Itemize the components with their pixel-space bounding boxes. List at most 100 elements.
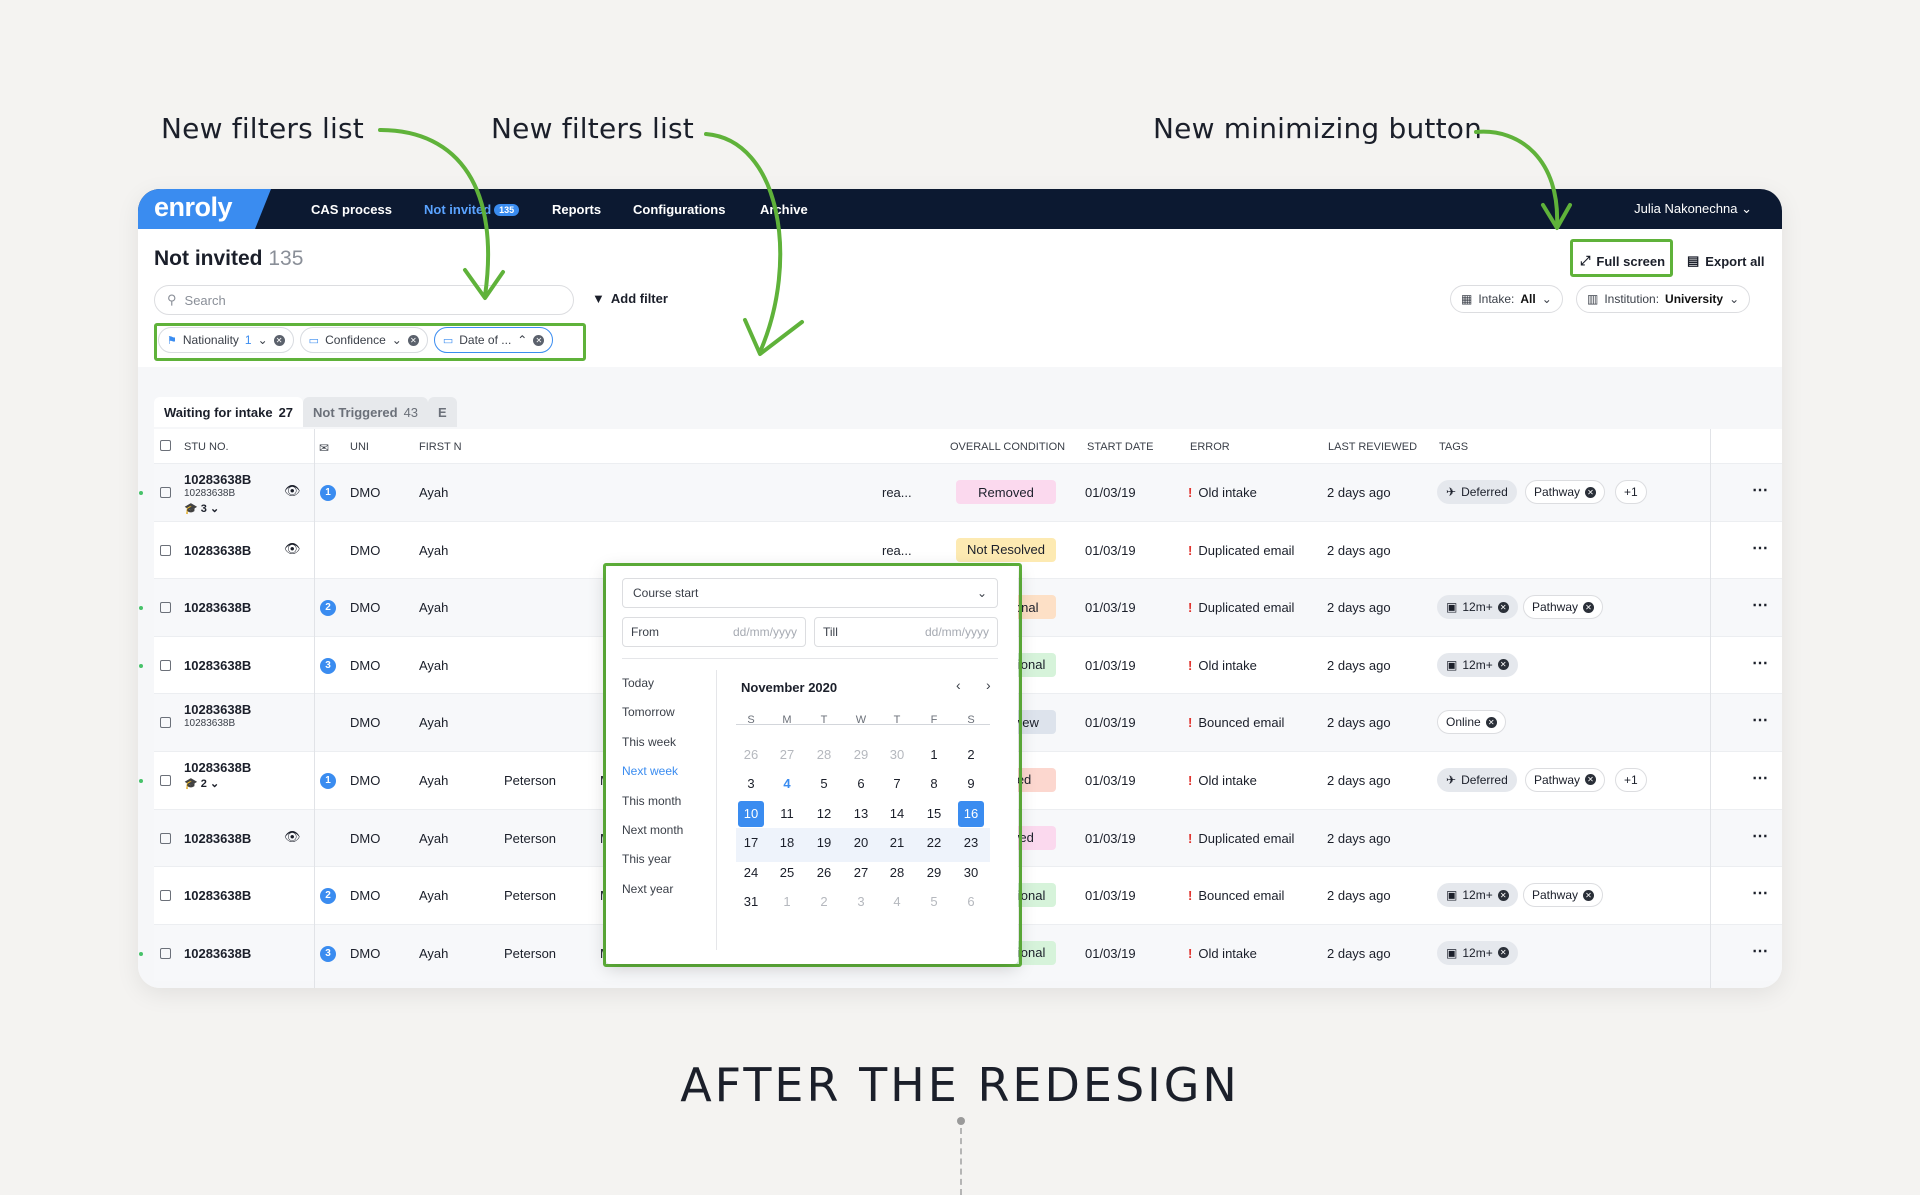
calendar-day[interactable]: 26 [816,864,832,880]
calendar-day[interactable]: 29 [853,747,869,762]
tag-chip[interactable]: Online✕ [1437,710,1506,735]
tag-chip[interactable]: Pathway✕ [1523,883,1604,908]
tab-more[interactable]: E [428,397,457,427]
tag-chip[interactable]: ▣12m+✕ [1437,652,1518,677]
intake-select[interactable]: ▦Intake:All⌄ [1450,285,1563,313]
nav-archive[interactable]: Archive [760,202,808,217]
logo[interactable]: enroly [138,189,271,229]
nav-cas-process[interactable]: CAS process [311,202,392,217]
remove-tag-icon[interactable]: ✕ [1497,889,1509,901]
more-actions-icon[interactable]: ⋯ [1752,597,1769,615]
remove-tag-icon[interactable]: ✕ [1583,601,1595,613]
row-checkbox[interactable] [160,947,171,959]
calendar-day[interactable]: 30 [963,864,979,880]
message-count-badge[interactable]: 2 [320,600,336,617]
calendar-day[interactable]: 24 [743,864,759,880]
tag-chip[interactable]: ✈Deferred [1437,480,1517,504]
calendar-day[interactable]: 9 [967,776,975,792]
calendar-day[interactable]: 28 [816,747,832,762]
calendar-day[interactable]: 2 [820,894,828,909]
tag-chip[interactable]: Pathway✕ [1525,480,1606,504]
more-actions-icon[interactable]: ⋯ [1752,482,1769,499]
tag-chip[interactable]: ▣12m+✕ [1437,883,1518,908]
more-actions-icon[interactable]: ⋯ [1752,539,1769,557]
quick-range-option[interactable]: Tomorrow [622,705,675,720]
column-last-reviewed[interactable]: LAST REVIEWED [1328,441,1418,453]
search-input[interactable]: ⚲Search [154,285,574,315]
row-checkbox[interactable] [160,544,171,556]
quick-range-option[interactable]: This month [622,793,682,808]
row-checkbox[interactable] [160,717,171,729]
add-filter-button[interactable]: ▼Add filter [592,291,668,306]
remove-tag-icon[interactable]: ✕ [1497,659,1509,671]
select-all-checkbox[interactable] [160,440,171,451]
user-menu[interactable]: Julia Nakonechna ⌄ [1634,201,1752,216]
message-count-badge[interactable]: 3 [320,657,336,674]
graduation-count[interactable]: 🎓 2 ⌄ [184,777,220,790]
remove-filter-icon[interactable]: ✕ [407,334,419,346]
calendar-day[interactable]: 15 [926,805,942,821]
remove-tag-icon[interactable]: ✕ [1585,774,1597,786]
calendar-day[interactable]: 5 [930,894,938,909]
calendar-day[interactable]: 17 [743,835,759,851]
filter-chip-confidence[interactable]: ▭Confidence⌄✕ [299,327,428,353]
column-start-date[interactable]: START DATE [1087,441,1154,453]
row-checkbox[interactable] [160,659,171,671]
stu-no[interactable]: 10283638B [184,945,252,961]
date-field-select[interactable]: Course start⌄ [622,578,998,608]
stu-no[interactable]: 10283638B [184,702,252,718]
message-count-badge[interactable]: 2 [320,888,336,905]
calendar-day[interactable]: 16 [958,800,984,827]
remove-tag-icon[interactable]: ✕ [1497,947,1509,959]
calendar-day[interactable]: 4 [893,894,901,909]
calendar-day[interactable]: 6 [857,776,865,792]
calendar-day[interactable]: 28 [889,864,905,880]
calendar-day[interactable]: 23 [963,835,979,851]
column-overall-condition[interactable]: OVERALL CONDITION [950,441,1066,453]
calendar-day[interactable]: 27 [779,747,795,762]
more-actions-icon[interactable]: ⋯ [1752,942,1769,960]
calendar-day[interactable]: 12 [816,805,832,821]
remove-filter-icon[interactable]: ✕ [533,334,545,346]
column-first-name[interactable]: FIRST N [419,441,462,453]
calendar-day[interactable]: 6 [967,894,975,909]
row-checkbox[interactable] [160,890,171,902]
stu-no[interactable]: 10283638B [184,657,252,673]
calendar-day[interactable]: 3 [747,776,755,792]
calendar-day[interactable]: 25 [779,864,795,880]
calendar-day[interactable]: 26 [743,747,759,762]
remove-tag-icon[interactable]: ✕ [1585,486,1597,498]
stu-no[interactable]: 10283638B [184,600,252,616]
remove-tag-icon[interactable]: ✕ [1485,716,1497,728]
tag-chip[interactable]: +1 [1615,480,1647,504]
stu-no[interactable]: 10283638B [184,759,252,775]
calendar-day[interactable]: 2 [967,747,975,762]
row-checkbox[interactable] [160,832,171,844]
tag-chip[interactable]: ▣12m+✕ [1437,595,1518,620]
column-uni[interactable]: UNI [350,441,369,453]
calendar-day[interactable]: 5 [820,776,828,792]
more-actions-icon[interactable]: ⋯ [1752,712,1769,730]
full-screen-button[interactable]: ⤢Full screen [1580,253,1666,269]
column-stu-no[interactable]: STU NO. [184,441,229,453]
calendar-day[interactable]: 30 [889,747,905,762]
calendar-day[interactable]: 1 [783,894,791,909]
message-count-badge[interactable]: 3 [320,945,336,962]
calendar-day[interactable]: 10 [738,800,764,827]
calendar-day[interactable]: 31 [743,894,759,909]
remove-tag-icon[interactable]: ✕ [1497,601,1509,613]
stu-no[interactable]: 10283638B [184,472,252,487]
calendar-day[interactable]: 27 [853,864,869,880]
calendar-day[interactable]: 8 [930,776,938,792]
row-checkbox[interactable] [160,487,171,498]
quick-range-option[interactable]: This week [622,734,677,749]
column-tags[interactable]: TAGS [1439,441,1469,453]
tag-chip[interactable]: Pathway✕ [1525,767,1606,792]
remove-tag-icon[interactable]: ✕ [1583,889,1595,901]
